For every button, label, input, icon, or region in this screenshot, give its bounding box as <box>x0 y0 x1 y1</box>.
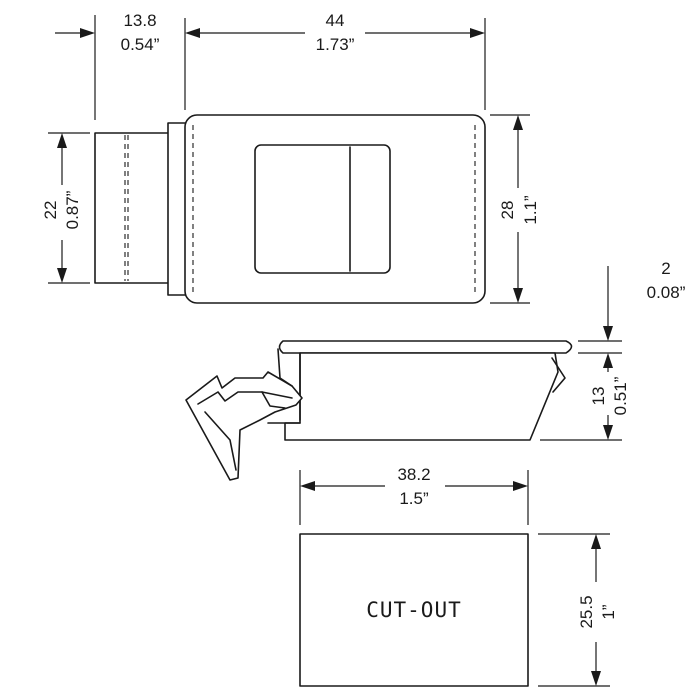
top-view <box>94 114 486 304</box>
dimension-protrusion-height: 22 0.87” <box>41 132 90 284</box>
push-button-window <box>254 144 391 274</box>
top-view-body <box>184 114 486 304</box>
dimension-protrusion-width: 13.8 0.54” <box>55 11 160 120</box>
dim-body-height-in: 1.1” <box>521 195 540 225</box>
dimension-flange-thickness: 2 0.08” <box>578 259 686 354</box>
cutout-rectangle <box>299 533 529 687</box>
latch-inner-edge-1 <box>197 391 293 405</box>
dim-cutout-height-in: 1” <box>599 604 618 619</box>
side-view-latch <box>185 371 303 481</box>
top-view-protrusion <box>94 132 176 284</box>
right-spring-clip <box>551 357 566 393</box>
cutout-view: CUT-OUT <box>299 533 529 687</box>
dim-body-width-mm: 44 <box>326 11 345 30</box>
dim-depth-in: 0.51” <box>611 376 630 415</box>
latch-inner-edge-3 <box>261 391 286 409</box>
dim-depth-mm: 13 <box>589 387 608 406</box>
dim-protrusion-width-mm: 13.8 <box>123 11 156 30</box>
latch-hook <box>277 348 293 387</box>
dim-cutout-width-mm: 38.2 <box>397 465 430 484</box>
latch-inner-edge-2 <box>204 411 237 471</box>
dim-protrusion-width-in: 0.54” <box>121 35 160 54</box>
dim-body-width-in: 1.73” <box>316 35 355 54</box>
dimension-body-width: 44 1.73” <box>184 11 486 110</box>
dim-flange-thickness-mm: 2 <box>661 259 670 278</box>
dim-body-height-mm: 28 <box>498 201 517 220</box>
side-view <box>185 340 573 481</box>
dimension-body-height: 28 1.1” <box>490 114 540 304</box>
dim-protrusion-height-mm: 22 <box>41 201 60 220</box>
cutout-label: CUT-OUT <box>366 598 462 622</box>
dim-cutout-height-mm: 25.5 <box>577 595 596 628</box>
dim-protrusion-height-in: 0.87” <box>63 190 82 229</box>
dim-cutout-width-in: 1.5” <box>399 489 429 508</box>
dim-flange-thickness-in: 0.08” <box>647 283 686 302</box>
dimension-depth: 13 0.51” <box>540 353 630 441</box>
side-view-flange <box>278 340 573 354</box>
dimension-cutout-height: 25.5 1” <box>538 533 618 687</box>
side-view-body <box>284 352 559 441</box>
dimension-cutout-width: 38.2 1.5” <box>299 465 529 525</box>
